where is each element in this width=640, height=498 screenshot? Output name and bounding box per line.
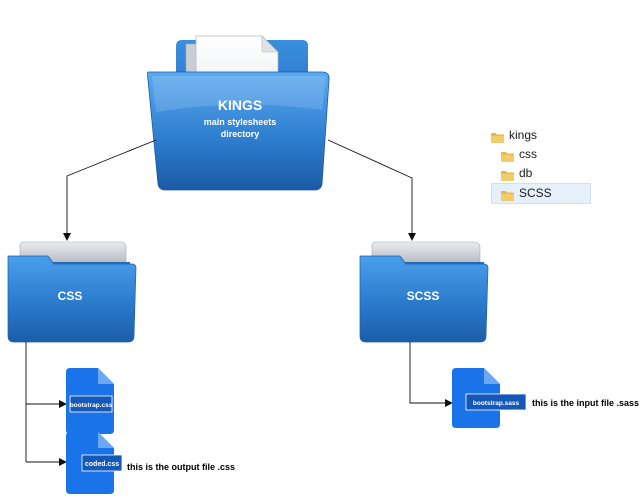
css-folder-front xyxy=(7,255,137,343)
explorer-tree: kings css db SCSS xyxy=(491,126,591,204)
folder-icon xyxy=(501,188,514,201)
tree-item-label: SCSS xyxy=(519,186,552,200)
root-folder-front xyxy=(147,71,330,191)
connector-root-to-css xyxy=(63,139,157,241)
scss-folder-front xyxy=(359,255,489,343)
folder-icon xyxy=(491,130,504,143)
note-output-file: this is the output file .css xyxy=(127,462,236,472)
root-folder-subtitle-1: main stylesheets xyxy=(204,117,277,127)
connector-scss-to-bootstrap-sass xyxy=(409,342,453,407)
css-folder[interactable]: CSS xyxy=(7,241,137,343)
tree-item-db[interactable]: db xyxy=(491,164,591,183)
file-bootstrap-sass-labelbox xyxy=(465,393,527,411)
connector-root-to-scss xyxy=(327,139,416,241)
css-folder-label: CSS xyxy=(58,289,83,303)
root-folder-title: KINGS xyxy=(218,97,262,113)
file-bootstrap-sass-name: bootstrap.sass xyxy=(473,400,520,407)
tree-item-kings[interactable]: kings xyxy=(491,126,591,145)
note-input-file: this is the input file .sass xyxy=(532,398,640,408)
file-bootstrap-css[interactable]: bootstrap.css xyxy=(66,368,114,434)
scss-folder[interactable]: SCSS xyxy=(359,241,489,343)
file-bootstrap-sass[interactable]: bootstrap.sass xyxy=(452,368,527,428)
tree-item-label: css xyxy=(519,147,537,161)
root-folder-subtitle-2: directory xyxy=(221,129,260,139)
tree-item-label: db xyxy=(519,166,533,180)
file-coded-css-name: coded.css xyxy=(85,461,119,468)
scss-folder-label: SCSS xyxy=(407,289,440,303)
file-coded-css[interactable]: coded.css xyxy=(66,432,123,494)
tree-item-scss[interactable]: SCSS xyxy=(491,183,591,204)
file-bootstrap-css-labelbox xyxy=(69,395,113,413)
folder-icon xyxy=(501,168,514,181)
file-bootstrap-css-name: bootstrap.css xyxy=(70,402,113,409)
root-folder-gloss xyxy=(152,76,326,112)
tree-item-label: kings xyxy=(509,128,538,142)
folder-icon xyxy=(501,149,514,162)
file-coded-css-fold xyxy=(98,432,114,448)
file-coded-css-labelbox xyxy=(81,454,123,472)
root-folder-paper-fold xyxy=(261,35,279,53)
file-bootstrap-sass-fold xyxy=(484,368,500,384)
file-bootstrap-css-fold xyxy=(98,368,114,384)
root-folder[interactable]: KINGS main stylesheets directory xyxy=(147,35,330,191)
tree-item-css[interactable]: css xyxy=(491,145,591,164)
